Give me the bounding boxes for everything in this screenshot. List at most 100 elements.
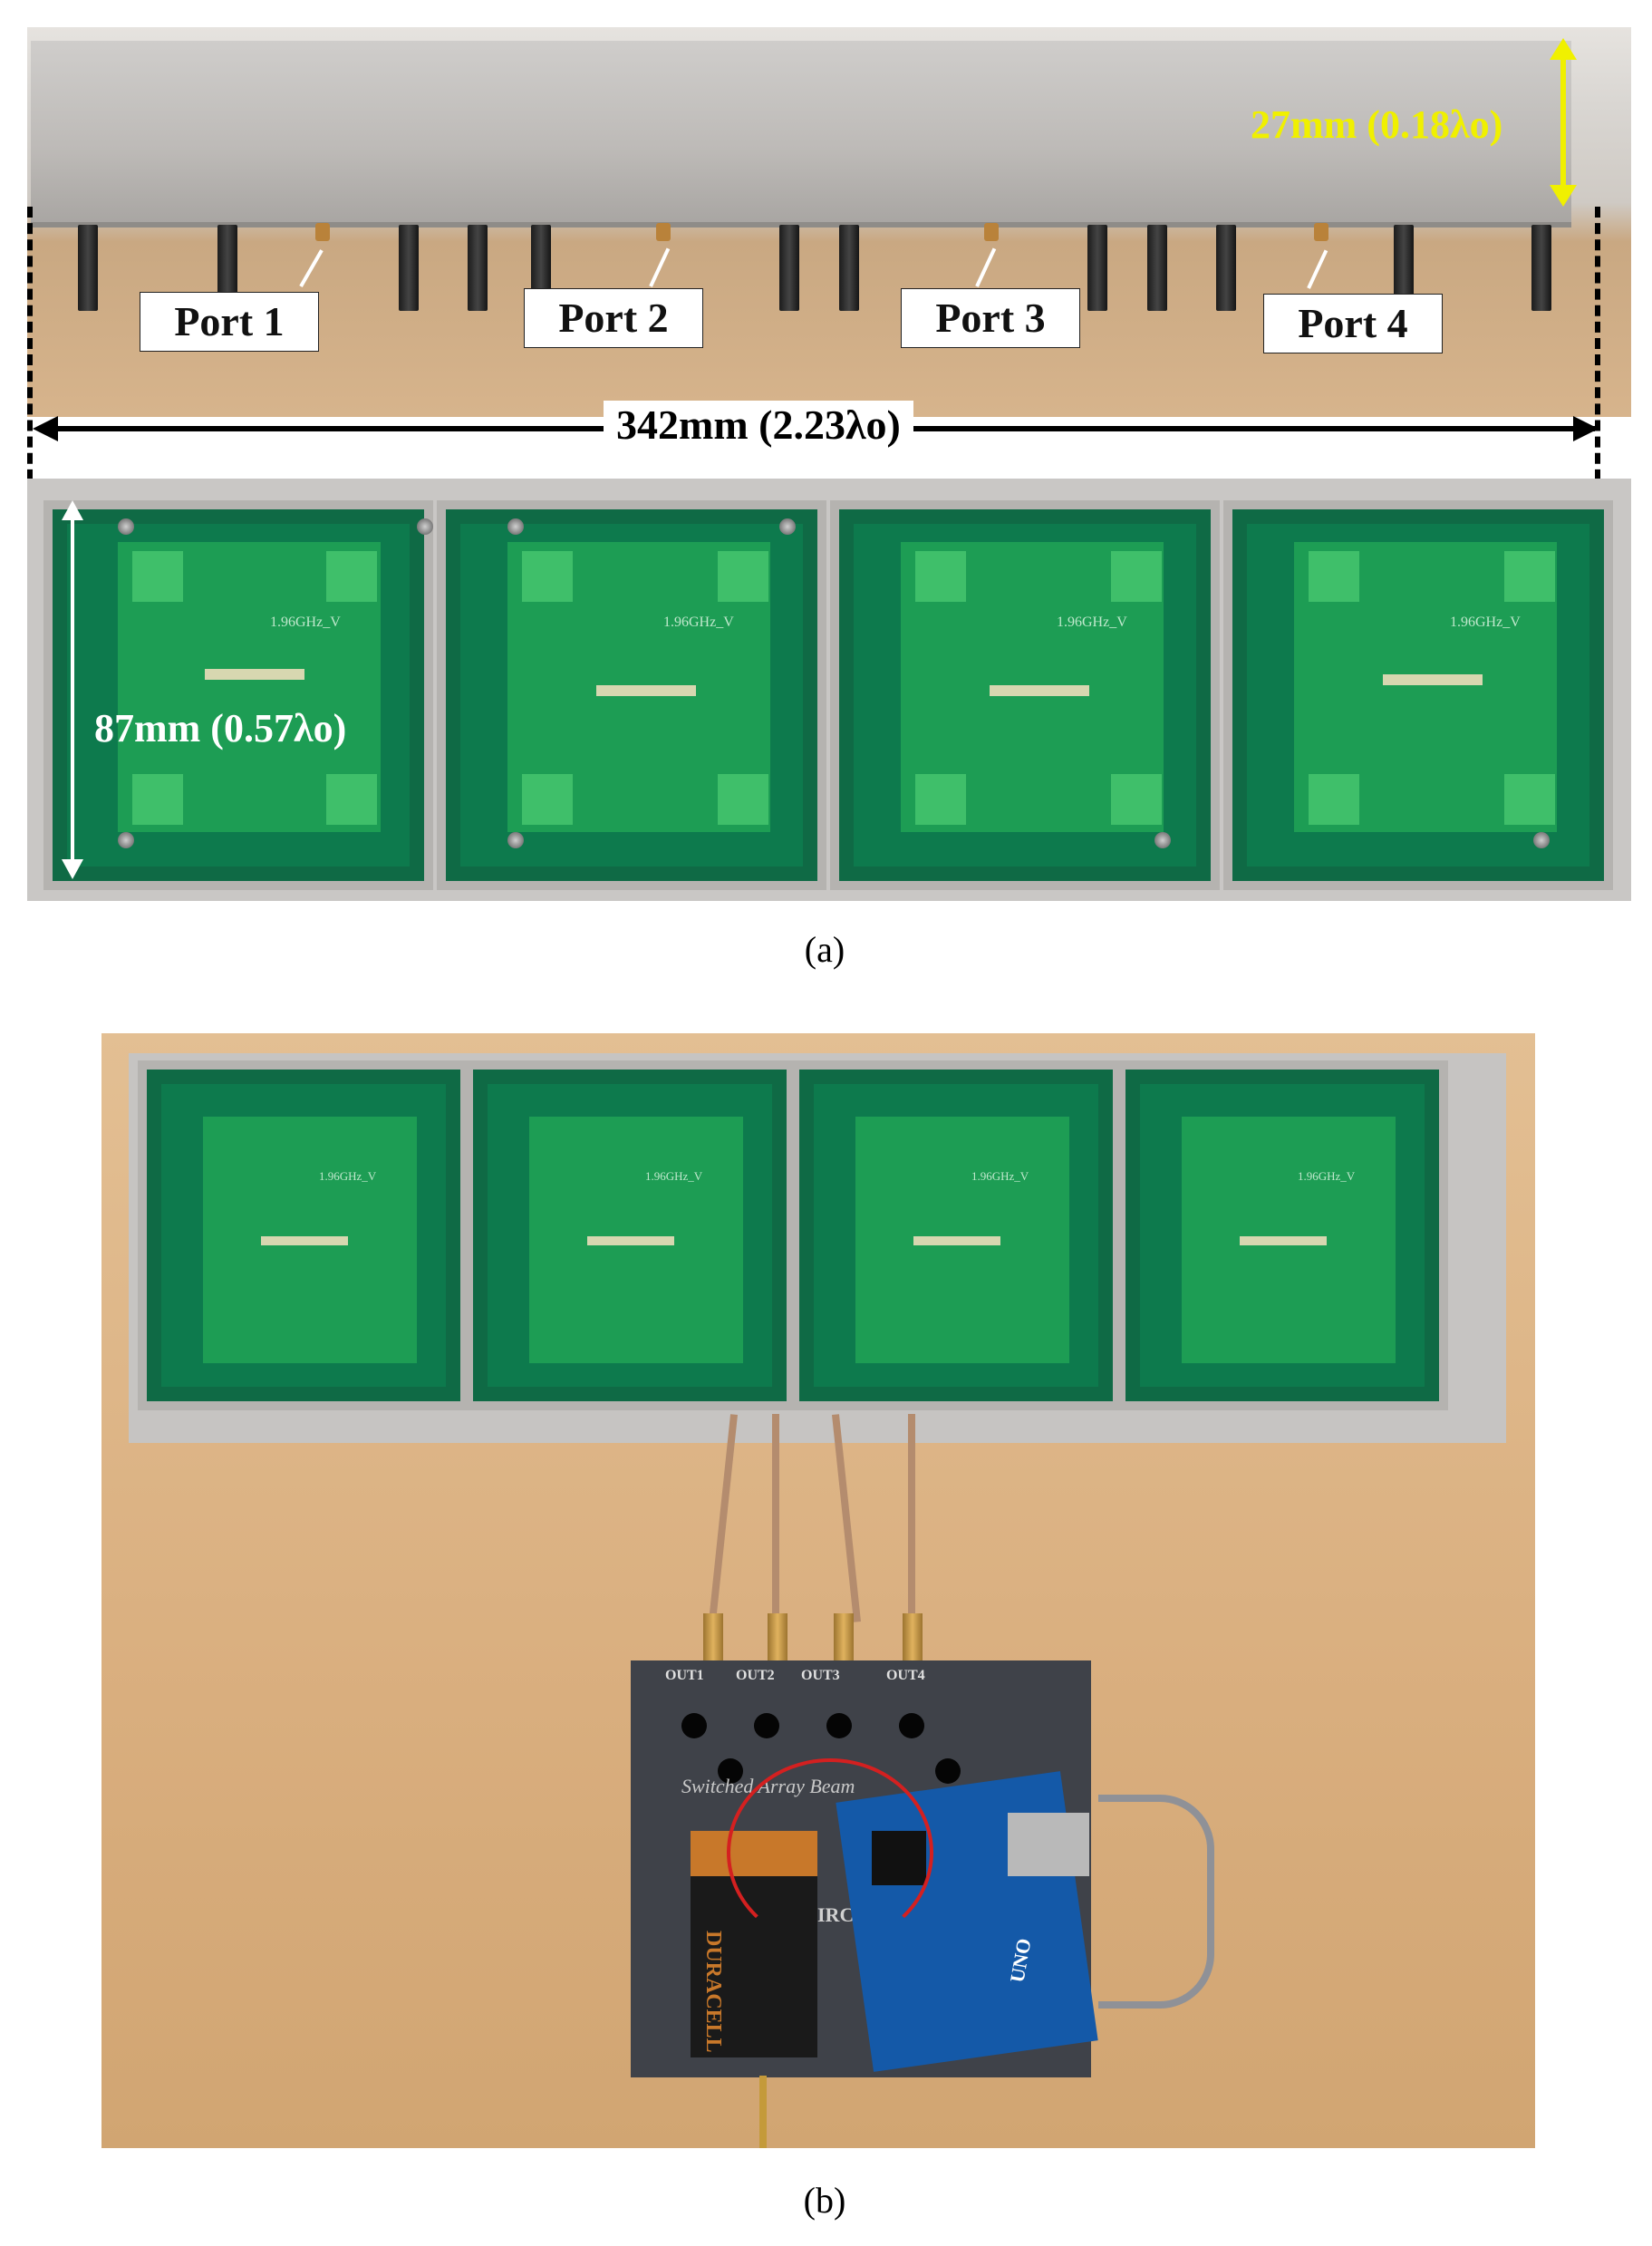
mount-hole <box>718 1758 743 1784</box>
spacer-post <box>1087 225 1107 311</box>
red-wire <box>727 1758 933 1947</box>
feed-slot <box>913 1236 1000 1245</box>
mount-hole <box>681 1713 707 1738</box>
spacer-post <box>779 225 799 311</box>
screw <box>507 518 524 535</box>
mount-hole <box>754 1713 779 1738</box>
screw <box>1154 832 1171 848</box>
screw <box>118 518 134 535</box>
corner-pad <box>522 551 573 602</box>
spacer-post <box>1394 225 1414 311</box>
feed-slot <box>587 1236 674 1245</box>
corner-pad <box>718 774 768 825</box>
out1-label: OUT1 <box>665 1668 704 1683</box>
depth-label: 87mm (0.57λo) <box>94 706 347 750</box>
corner-pad <box>1309 551 1359 602</box>
usb-port <box>1008 1813 1089 1876</box>
port-2-arrow <box>649 247 671 287</box>
mount-hole <box>935 1758 961 1784</box>
height-arrow-bottom <box>1550 185 1577 207</box>
feed-slot <box>1240 1236 1327 1245</box>
spacer-post <box>839 225 859 311</box>
board-marking: 1.96GHz_V <box>1057 615 1127 630</box>
right-dashed-guide <box>1595 207 1600 497</box>
caption-b: (b) <box>803 2180 846 2221</box>
corner-pad <box>132 774 183 825</box>
corner-pad <box>915 774 966 825</box>
spacer-post <box>217 225 237 311</box>
corner-pad <box>326 551 377 602</box>
height-arrow-top <box>1550 38 1577 60</box>
sma-connector-1 <box>703 1613 723 1668</box>
top-view-photo: 1.96GHz_V 1.96GHz_V 1.96GHz_V 1.96GHz_V … <box>27 479 1631 901</box>
spacer-post <box>399 225 419 311</box>
port-1-arrow <box>299 249 324 287</box>
sma-connector <box>984 223 999 241</box>
corner-pad <box>132 551 183 602</box>
corner-pad <box>326 774 377 825</box>
board-marking: 1.96GHz_V <box>645 1169 703 1183</box>
screw <box>507 832 524 848</box>
side-view-photo: Port 1 Port 2 Port 3 Port 4 <box>27 27 1631 417</box>
out3-label: OUT3 <box>801 1668 840 1683</box>
sma-connector <box>315 223 330 241</box>
corner-pad <box>718 551 768 602</box>
port-3-label: Port 3 <box>901 288 1080 348</box>
board-marking: 1.96GHz_V <box>270 615 341 630</box>
corner-pad <box>522 774 573 825</box>
sma-connector-4 <box>903 1613 923 1668</box>
system-setup-photo: 1.96GHz_V 1.96GHz_V 1.96GHz_V 1.96GHz_V … <box>101 1033 1535 2148</box>
out2-label: OUT2 <box>736 1668 775 1683</box>
input-cable <box>759 2076 767 2148</box>
port-4-arrow <box>1307 249 1328 289</box>
corner-pad <box>1111 551 1162 602</box>
rf-cable-3 <box>832 1414 861 1622</box>
spacer-post <box>78 225 98 311</box>
width-label: 342mm (2.23λo) <box>604 401 913 449</box>
caption-a: (a) <box>804 929 845 970</box>
port-3-arrow <box>975 247 997 287</box>
corner-pad <box>1504 551 1555 602</box>
housing-side <box>31 41 1571 228</box>
board-marking: 1.96GHz_V <box>971 1169 1029 1183</box>
port-4-label: Port 4 <box>1263 294 1443 353</box>
width-arrow-left <box>33 416 58 441</box>
battery-brand: DURACELL <box>701 1931 725 2053</box>
depth-dimension-line <box>71 506 74 868</box>
out4-label: OUT4 <box>886 1668 925 1683</box>
spacer-post <box>1216 225 1236 311</box>
rf-cable-4 <box>908 1414 915 1622</box>
feed-slot <box>205 669 304 680</box>
board-marking: 1.96GHz_V <box>1298 1169 1356 1183</box>
screw <box>779 518 796 535</box>
corner-pad <box>1111 774 1162 825</box>
corner-pad <box>1309 774 1359 825</box>
height-dimension-line <box>1560 44 1566 199</box>
feed-slot <box>1383 674 1483 685</box>
port-2-label: Port 2 <box>524 288 703 348</box>
port-1-label: Port 1 <box>140 292 319 352</box>
mount-hole <box>899 1713 924 1738</box>
feed-slot <box>261 1236 348 1245</box>
board-marking: 1.96GHz_V <box>663 615 734 630</box>
screw <box>1533 832 1550 848</box>
sma-connector <box>656 223 671 241</box>
spacer-post <box>468 225 488 311</box>
mount-hole <box>826 1713 852 1738</box>
board-marking: 1.96GHz_V <box>1450 615 1521 630</box>
rf-cable-2 <box>772 1414 779 1622</box>
sma-connector <box>1314 223 1328 241</box>
depth-arrow-top <box>62 500 83 520</box>
spacer-post <box>1531 225 1551 311</box>
feed-slot <box>990 685 1089 696</box>
feed-slot <box>596 685 696 696</box>
screw <box>417 518 433 535</box>
screw <box>118 832 134 848</box>
board-marking: 1.96GHz_V <box>319 1169 377 1183</box>
left-dashed-guide <box>27 207 33 497</box>
height-label: 27mm (0.18λo) <box>1251 102 1503 147</box>
rf-cable-1 <box>709 1414 738 1622</box>
width-arrow-right <box>1573 416 1599 441</box>
ribbon-cable <box>1098 1795 1214 2009</box>
corner-pad <box>915 551 966 602</box>
